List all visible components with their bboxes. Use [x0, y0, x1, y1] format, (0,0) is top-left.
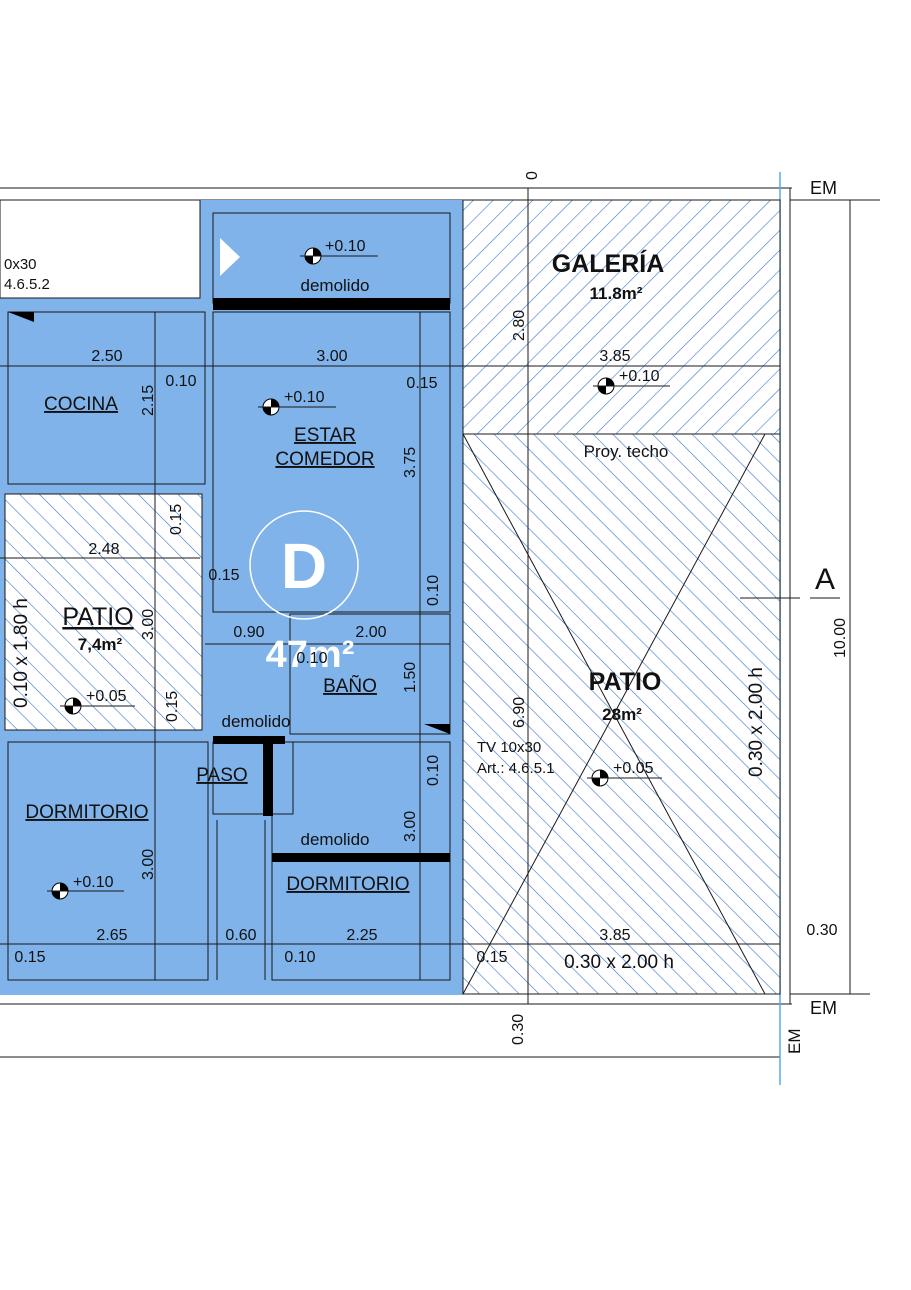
level-top: +0.10 [325, 238, 366, 255]
dim-3-75: 3.75 [402, 447, 419, 478]
dorm-right-label: DORMITORIO [286, 874, 409, 895]
level-marker-icon [258, 398, 336, 416]
dim-3-00-dorm: 3.00 [402, 811, 419, 842]
dim-6-90: 6.90 [511, 697, 528, 728]
level-patio-big: +0.05 [613, 760, 654, 777]
unit-letter: D [281, 530, 327, 602]
dim-0-15-f: 0.15 [476, 949, 507, 966]
dim-3-85-top: 3.85 [599, 348, 630, 365]
demolished-walls [8, 238, 450, 862]
level-marker-icon [593, 377, 670, 395]
patio-big-area: 28m² [602, 705, 642, 724]
dim-2-15: 2.15 [140, 385, 157, 416]
dim-2-00: 2.00 [355, 624, 386, 641]
dim-0-30-bottom: 0.30 [510, 1014, 527, 1045]
galeria-area: 11.8m² [590, 284, 643, 303]
dim-0-30-right: 0.30 [806, 922, 837, 939]
level-markers [47, 247, 670, 900]
opening-labels: 0.10 x 1.80 h 0.30 x 2.00 h 0.30 x 2.00 … [11, 598, 767, 973]
dim-0-60: 0.60 [225, 927, 256, 944]
em-vertical: EM [785, 1029, 804, 1055]
galeria-hatch [462, 199, 781, 435]
opening-patio-big-h: 0.30 x 2.00 h [564, 952, 674, 973]
left-note-2: 4.6.5.2 [4, 276, 50, 293]
opening-patio-big-v: 0.30 x 2.00 h [746, 667, 767, 777]
dimension-labels: 0 2.80 2.50 3.00 3.85 0.10 2.15 0.15 3.7… [14, 171, 849, 1045]
level-galeria: +0.10 [619, 368, 660, 385]
em-bottom: EM [810, 998, 837, 1018]
patio-small-hatch [4, 493, 203, 731]
cocina-label: COCINA [44, 394, 118, 415]
estar-label-1: ESTAR [294, 425, 356, 446]
dim-3-00-estar: 3.00 [316, 348, 347, 365]
dim-0-10-c: 0.10 [296, 650, 327, 667]
corner-mark-icon [8, 312, 34, 322]
demolido-bottom: demolido [301, 830, 370, 849]
bano-label: BAÑO [323, 675, 377, 697]
unit-badge: D 47m² [249, 510, 359, 676]
tv-note-1: TV 10x30 [477, 739, 541, 756]
patio-small-area: 7,4m² [78, 635, 123, 654]
dim-3-00-dorm2: 3.00 [140, 849, 157, 880]
dim-0-10-d: 0.10 [425, 755, 442, 786]
dim-0-15-c: 0.15 [208, 567, 239, 584]
level-labels: +0.10 +0.10 +0.10 +0.05 +0.05 +0.10 [73, 238, 660, 891]
level-marker-icon [587, 769, 662, 787]
dim-0: 0 [524, 171, 541, 180]
level-marker-icon [300, 247, 378, 265]
level-estar: +0.10 [284, 389, 325, 406]
arrow-icon [220, 238, 240, 276]
dim-0-15-b: 0.15 [168, 504, 185, 535]
hatched-zones [4, 199, 781, 995]
dim-0-90: 0.90 [233, 624, 264, 641]
dimension-lines [0, 199, 880, 995]
dim-3-00-patio: 3.00 [140, 609, 157, 640]
notes: demolido demolido demolido Proy. techo T… [4, 178, 837, 1054]
dim-2-80: 2.80 [511, 310, 528, 341]
dim-2-65: 2.65 [96, 927, 127, 944]
left-note-1: 0x30 [4, 256, 37, 273]
axis-a: A [815, 563, 835, 596]
room-labels: GALERÍA 11.8m² PATIO 28m² PATIO 7,4m² CO… [25, 249, 664, 895]
level-marker-icon [47, 882, 124, 900]
dim-2-25: 2.25 [346, 927, 377, 944]
corner-mark-icon-2 [424, 724, 450, 734]
dim-0-15-a: 0.15 [406, 375, 437, 392]
demolido-top: demolido [301, 276, 370, 295]
dorm-left-label: DORMITORIO [25, 802, 148, 823]
em-top: EM [810, 178, 837, 198]
level-patio-small: +0.05 [86, 688, 127, 705]
patio-big-name: PATIO [589, 668, 662, 696]
dim-2-50: 2.50 [91, 348, 122, 365]
level-dorm: +0.10 [73, 874, 114, 891]
dim-0-15-e: 0.15 [14, 949, 45, 966]
dim-1-50: 1.50 [402, 662, 419, 693]
galeria-name: GALERÍA [552, 249, 665, 278]
estar-label-2: COMEDOR [275, 449, 374, 470]
dim-10-00: 10.00 [832, 618, 849, 658]
dim-0-15-d: 0.15 [164, 691, 181, 722]
level-marker-icon [60, 697, 135, 715]
demolido-mid: demolido [222, 712, 291, 731]
dim-2-48: 2.48 [88, 541, 119, 558]
dim-0-10-e: 0.10 [284, 949, 315, 966]
dim-3-85-bottom: 3.85 [599, 927, 630, 944]
patio-small-name: PATIO [62, 603, 133, 631]
dim-0-10-b: 0.10 [425, 575, 442, 606]
patio-big-hatch [462, 433, 781, 995]
tv-note-2: Art.: 4.6.5.1 [477, 760, 555, 777]
opening-patio-small: 0.10 x 1.80 h [11, 598, 32, 708]
proy-techo: Proy. techo [584, 442, 669, 461]
dim-0-10-a: 0.10 [165, 373, 196, 390]
unit-area: 47m² [266, 634, 355, 676]
paso-label: PASO [196, 765, 247, 786]
